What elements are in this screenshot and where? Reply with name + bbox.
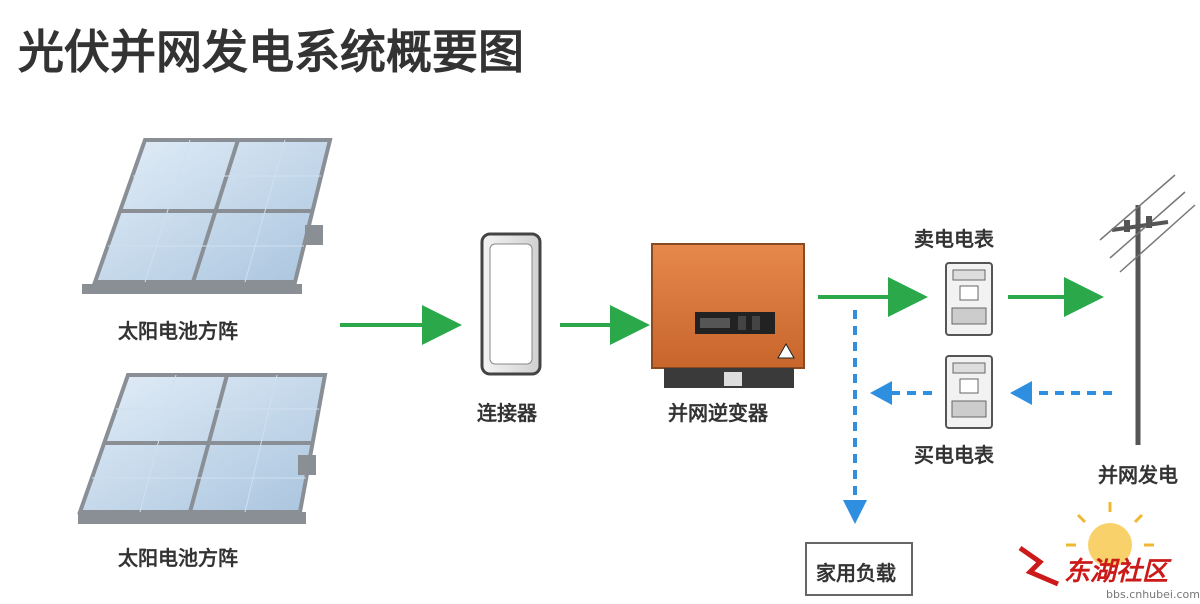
home-load-label: 家用负载 — [816, 561, 896, 585]
inverter-unit — [651, 243, 805, 388]
sell-meter — [945, 262, 993, 336]
arrow-buy-meter-to-home — [870, 381, 932, 405]
watermark-name: 东湖社区 — [1064, 557, 1172, 587]
arrow-grid-to-buy-meter — [1010, 381, 1112, 405]
buy-meter — [945, 355, 993, 429]
solar-array-bottom-label: 太阳电池方阵 — [118, 546, 238, 570]
buy-meter-label: 买电电表 — [914, 443, 995, 467]
sell-meter-label: 卖电电表 — [914, 227, 995, 251]
connector-label: 连接器 — [477, 401, 538, 425]
utility-pole — [1099, 174, 1196, 445]
grid-label: 并网发电 — [1098, 463, 1178, 487]
solar-array-top — [82, 138, 333, 294]
arrow-to-home-load — [843, 310, 867, 524]
inverter-label: 并网逆变器 — [668, 401, 769, 425]
solar-array-top-label: 太阳电池方阵 — [118, 319, 238, 343]
connector-box — [480, 232, 542, 376]
solar-array-bottom — [77, 373, 328, 524]
community-watermark-logo — [1018, 502, 1154, 587]
diagram-title: 光伏并网发电系统概要图 — [18, 25, 524, 79]
home-load-box — [805, 542, 913, 596]
watermark-url: bbs.cnhubei.com — [1106, 588, 1200, 601]
